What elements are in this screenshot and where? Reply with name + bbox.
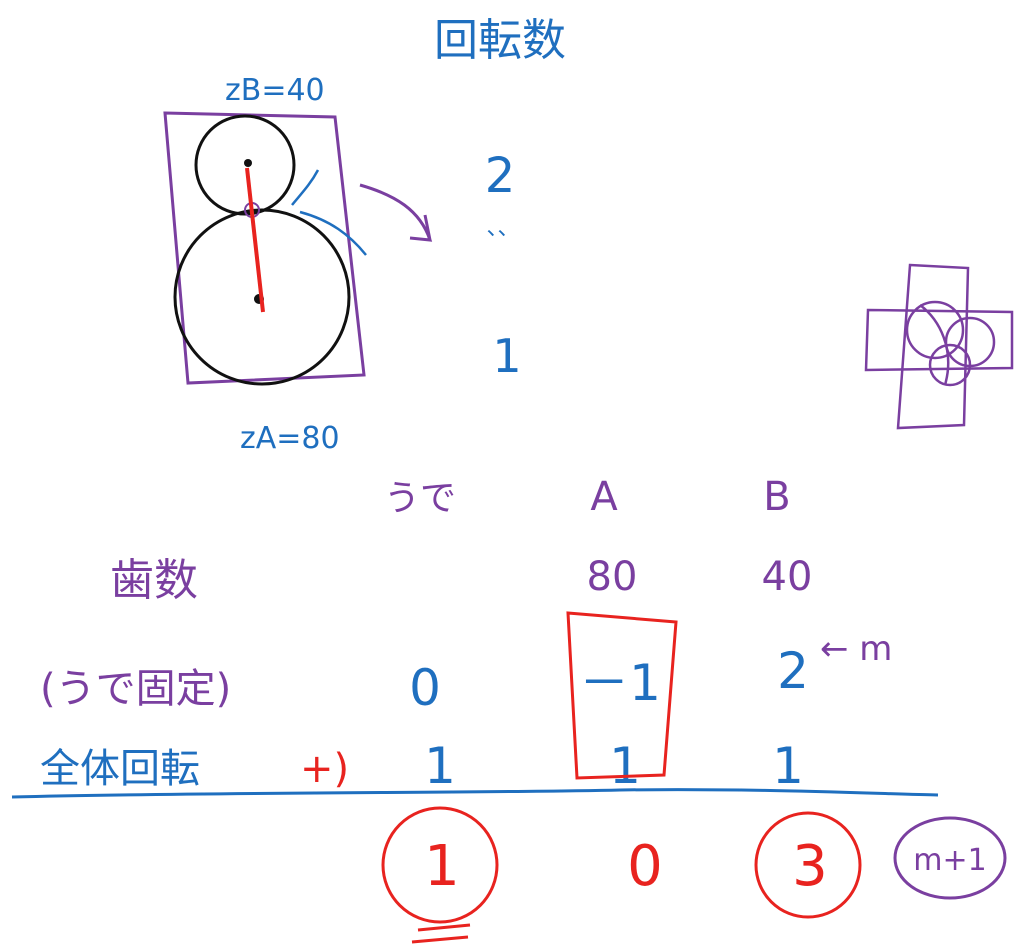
- result-underline: [411, 923, 471, 944]
- title: 回転数: [434, 15, 566, 66]
- whole-a: 1: [609, 737, 641, 795]
- gear-b-label: zB=40: [225, 73, 325, 108]
- speed-top: 2: [485, 148, 516, 204]
- fixed-b: 2: [777, 642, 809, 700]
- whole-b: 1: [772, 737, 804, 795]
- rotation-arrow: [359, 183, 433, 242]
- result-arm: 1: [424, 834, 460, 899]
- row-teeth-label: 歯数: [110, 555, 198, 606]
- col-arm-header: うで: [384, 478, 456, 519]
- row-whole-label: 全体回転: [40, 746, 200, 792]
- speed-marks: 、、: [486, 216, 519, 241]
- gear-sketch: [163, 111, 433, 386]
- gear-a-label: zA=80: [240, 421, 340, 456]
- sum-line: [11, 788, 939, 799]
- mesh-arrow-1: [291, 169, 320, 206]
- col-b-header: B: [763, 474, 790, 520]
- arm-link: [245, 167, 265, 313]
- result-b-circle: [754, 811, 862, 919]
- result-note: m+1: [913, 843, 986, 878]
- gear-a-circle: [173, 208, 351, 386]
- fixed-b-note: ← m: [820, 629, 892, 669]
- result-b: 3: [792, 834, 828, 899]
- whole-arm: 1: [424, 737, 456, 795]
- mesh-arrow-2: [299, 210, 367, 256]
- result-note-ellipse: [893, 816, 1007, 900]
- teeth-b: 40: [762, 554, 813, 600]
- gear-b-circle: [194, 114, 296, 216]
- col-a-highlight-box: [566, 611, 678, 780]
- result-a: 0: [627, 834, 663, 899]
- fixed-arm: 0: [409, 659, 441, 717]
- col-a-header: A: [590, 474, 618, 520]
- plus-mark: +): [300, 746, 349, 792]
- fixed-a: －1: [579, 654, 661, 712]
- teeth-a: 80: [587, 554, 638, 600]
- row-fixed-label: (うで固定): [40, 666, 231, 712]
- result-arm-circle: [381, 806, 499, 924]
- arm-frame: [163, 111, 366, 385]
- side-doodle: [864, 263, 1014, 430]
- speed-bottom: 1: [492, 329, 521, 383]
- gear-b-center: [244, 159, 252, 167]
